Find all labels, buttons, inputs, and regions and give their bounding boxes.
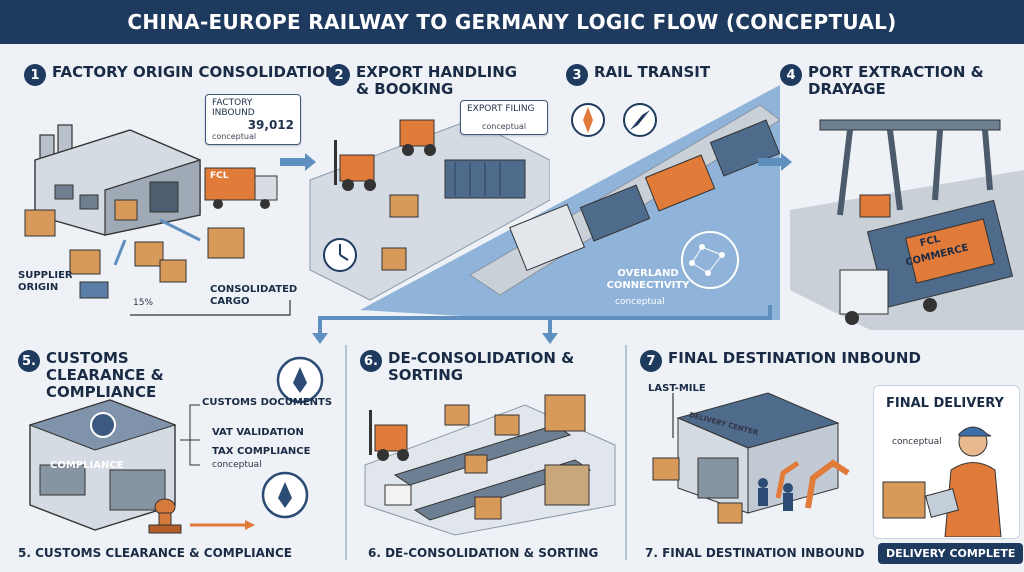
step-6-label: DE-CONSOLIDATION & SORTING [388,349,575,384]
step-7-title: 7 FINAL DESTINATION INBOUND [640,350,921,372]
forklift-icon [334,119,436,191]
consolidated-cargo-label: CONSOLIDATED CARGO [210,284,298,307]
step-3-title: 3 RAIL TRANSIT [566,64,710,86]
cargo-boxes-icon [24,199,245,283]
factory-inbound-sub: conceptual [212,132,257,141]
step-1-title: 1 FACTORY ORIGIN CONSOLIDATION [24,64,338,86]
cargo-box-icon [381,247,407,271]
step-2-title: 2 EXPORT HANDLING & BOOKING [328,64,528,98]
step-2-number: 2 [328,64,350,86]
robot-arm-icon [775,459,850,509]
step-4-label: PORT EXTRACTION & DRAYAGE [808,63,984,98]
step-6-title: 6. DE-CONSOLIDATION & SORTING [360,350,620,384]
gantry-crane-icon [819,119,1001,218]
network-globe-icon [681,231,739,289]
semi-truck-icon [839,199,1014,325]
flow-arrow [113,239,127,266]
percent-label: 15% [133,298,154,308]
container-icon [444,159,526,199]
step-5-number: 5. [18,350,40,372]
truck-text: FCL [210,171,229,181]
step-2-label: EXPORT HANDLING & BOOKING [356,63,518,98]
factory-inbound-value: 39,012 [247,118,294,132]
compass-icon [571,103,657,137]
overland-label: OVERLAND CONNECTIVITY [606,268,690,291]
step-7-number: 7 [640,350,662,372]
cargo-box-icon [389,194,419,218]
step-5-title: 5. CUSTOMS CLEARANCE & COMPLIANCE [18,350,228,401]
parcel-icon [882,481,926,519]
step-3-number: 3 [566,64,588,86]
parcel-icon [717,502,743,524]
arrow-step1-to-step2 [280,153,316,171]
water-area [360,85,780,320]
checklist-item-2: VAT VALIDATION [212,427,304,438]
factory-illustration [24,124,291,316]
truck-icon [204,167,278,209]
clock-icon [323,238,357,272]
export-filing-sub: conceptual [481,122,527,131]
parcel-icon [652,457,680,481]
step-1-number: 1 [24,64,46,86]
step-5-label: CUSTOMS CLEARANCE & COMPLIANCE [46,349,164,401]
train-icon [509,119,780,271]
delivery-center-illustration [652,392,850,524]
connector-arrows [312,305,772,344]
delivery-complete-badge: DELIVERY COMPLETE [878,543,1024,564]
header-banner: CHINA-EUROPE RAILWAY TO GERMANY LOGIC FL… [0,0,1024,44]
step-7-caption: 7. FINAL DESTINATION INBOUND [645,546,865,560]
customs-building-icon [28,399,177,531]
export-handling-illustration [309,119,550,301]
factory-inbound-title: FACTORY INBOUND [212,98,255,118]
building-sign: COMPLIANCE [50,460,124,471]
port-illustration [790,119,1024,330]
seal-icon [261,356,324,519]
arrow-step3-to-step4 [758,153,792,171]
step-1-label: FACTORY ORIGIN CONSOLIDATION [52,63,338,81]
delivery-person-illustration [882,426,1002,537]
final-delivery-sub: conceptual [892,437,942,447]
last-mile-label: LAST-MILE [648,383,706,394]
flow-arrow [159,218,201,242]
checklist-item-3: TAX COMPLIANCE [212,446,311,457]
step-4-title: 4 PORT EXTRACTION & DRAYAGE [780,64,990,98]
rail-transit-illustration [360,85,780,320]
step-5-caption: 5. CUSTOMS CLEARANCE & COMPLIANCE [18,546,292,560]
sorting-illustration [364,394,616,536]
checklist-item-1: CUSTOMS DOCUMENTS [202,397,333,408]
step-3-label: RAIL TRANSIT [594,63,711,81]
step-4-number: 4 [780,64,802,86]
final-delivery-title: FINAL DELIVERY [886,396,1004,411]
forklift-icon [369,410,409,461]
factory-building-icon [34,124,201,236]
checklist-sub: conceptual [212,460,262,470]
customs-illustration [28,356,324,534]
divider [625,345,627,560]
divider [345,345,347,560]
export-filing-title: EXPORT FILING [467,104,535,114]
factory-inbound-tag: FACTORY INBOUND 39,012 conceptual [205,94,301,145]
stamp-icon [148,498,182,534]
step-6-caption: 6. DE-CONSOLIDATION & SORTING [368,546,599,560]
export-filing-tag: EXPORT FILING conceptual [460,100,548,135]
parcel-boxes-icon [384,394,590,520]
step-6-number: 6. [360,350,382,372]
step-7-label: FINAL DESTINATION INBOUND [668,349,921,367]
page-title: CHINA-EUROPE RAILWAY TO GERMANY LOGIC FL… [127,10,897,34]
supplier-origin-label: SUPPLIER ORIGIN [18,270,73,293]
delivery-person-icon [925,426,1002,537]
overland-sub: conceptual [615,297,665,307]
